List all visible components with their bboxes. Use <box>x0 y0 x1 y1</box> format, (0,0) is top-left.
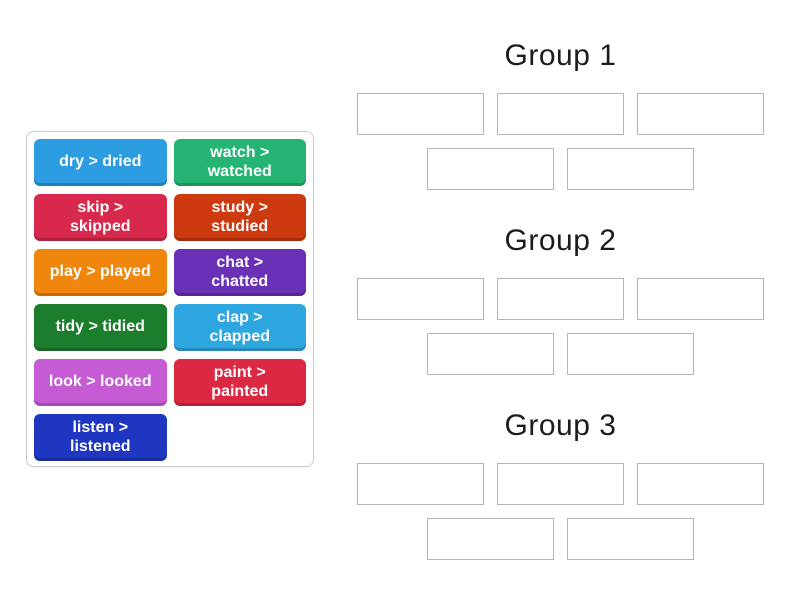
tile-text-line: skip > <box>77 198 124 216</box>
drop-slot[interactable] <box>497 93 624 135</box>
tile-text-line: look > looked <box>48 373 152 391</box>
group-3: Group 3 <box>340 406 781 573</box>
word-tile-watch-watched[interactable]: watch >watched <box>173 139 306 186</box>
groups-region: Group 1 Group 2 Group 3 <box>340 0 781 600</box>
slot-row <box>340 93 781 135</box>
group-title: Group 1 <box>504 39 617 72</box>
drop-slot[interactable] <box>567 333 694 375</box>
drop-slot[interactable] <box>357 463 484 505</box>
tile-text-line: chatted <box>211 272 269 290</box>
drop-slot[interactable] <box>567 148 694 190</box>
slot-row <box>340 148 781 190</box>
slot-row <box>340 463 781 505</box>
drop-slot[interactable] <box>637 463 764 505</box>
tile-text-line: studied <box>211 217 269 235</box>
tile-text-line: listened <box>70 437 131 455</box>
group-1: Group 1 <box>340 36 781 203</box>
drop-slot[interactable] <box>637 278 764 320</box>
word-tile-look-looked[interactable]: look > looked <box>34 359 167 406</box>
drop-slot[interactable] <box>637 93 764 135</box>
group-title: Group 3 <box>504 409 617 442</box>
word-tile-paint-painted[interactable]: paint >painted <box>173 359 306 406</box>
drop-slot[interactable] <box>357 278 484 320</box>
tile-text-line: watch > <box>210 143 270 161</box>
word-tile-listen-listened[interactable]: listen >listened <box>34 414 167 461</box>
word-tile-clap-clapped[interactable]: clap >clapped <box>173 304 306 351</box>
word-tile-study-studied[interactable]: study >studied <box>173 194 306 241</box>
slot-row <box>340 518 781 560</box>
drop-slot[interactable] <box>427 333 554 375</box>
tile-text-line: clapped <box>209 327 270 345</box>
word-tile-play-played[interactable]: play > played <box>34 249 167 296</box>
drop-slot[interactable] <box>497 463 624 505</box>
drop-slot[interactable] <box>497 278 624 320</box>
drop-slot[interactable] <box>357 93 484 135</box>
word-tile-tidy-tidied[interactable]: tidy > tidied <box>34 304 167 351</box>
drop-slot[interactable] <box>427 518 554 560</box>
tile-text-line: clap > <box>216 308 263 326</box>
tile-text-line: paint > <box>213 363 266 381</box>
tile-text-line: listen > <box>72 418 129 436</box>
group-2: Group 2 <box>340 221 781 388</box>
tile-text-line: painted <box>211 382 269 400</box>
tile-text-line: skipped <box>70 217 131 235</box>
tile-text-line: tidy > tidied <box>55 318 145 336</box>
slot-row <box>340 278 781 320</box>
tile-text-line: dry > dried <box>59 153 142 171</box>
tile-text-line: chat > <box>216 253 264 271</box>
group-title: Group 2 <box>504 224 617 257</box>
tile-text-line: play > played <box>49 263 151 281</box>
drop-slot[interactable] <box>567 518 694 560</box>
tile-text-line: watched <box>207 162 272 180</box>
drop-slot[interactable] <box>427 148 554 190</box>
word-tile-dry-dried[interactable]: dry > dried <box>34 139 167 186</box>
tile-text-line: study > <box>211 198 268 216</box>
slot-row <box>340 333 781 375</box>
word-tile-chat-chatted[interactable]: chat >chatted <box>173 249 306 296</box>
word-tile-skip-skipped[interactable]: skip >skipped <box>34 194 167 241</box>
